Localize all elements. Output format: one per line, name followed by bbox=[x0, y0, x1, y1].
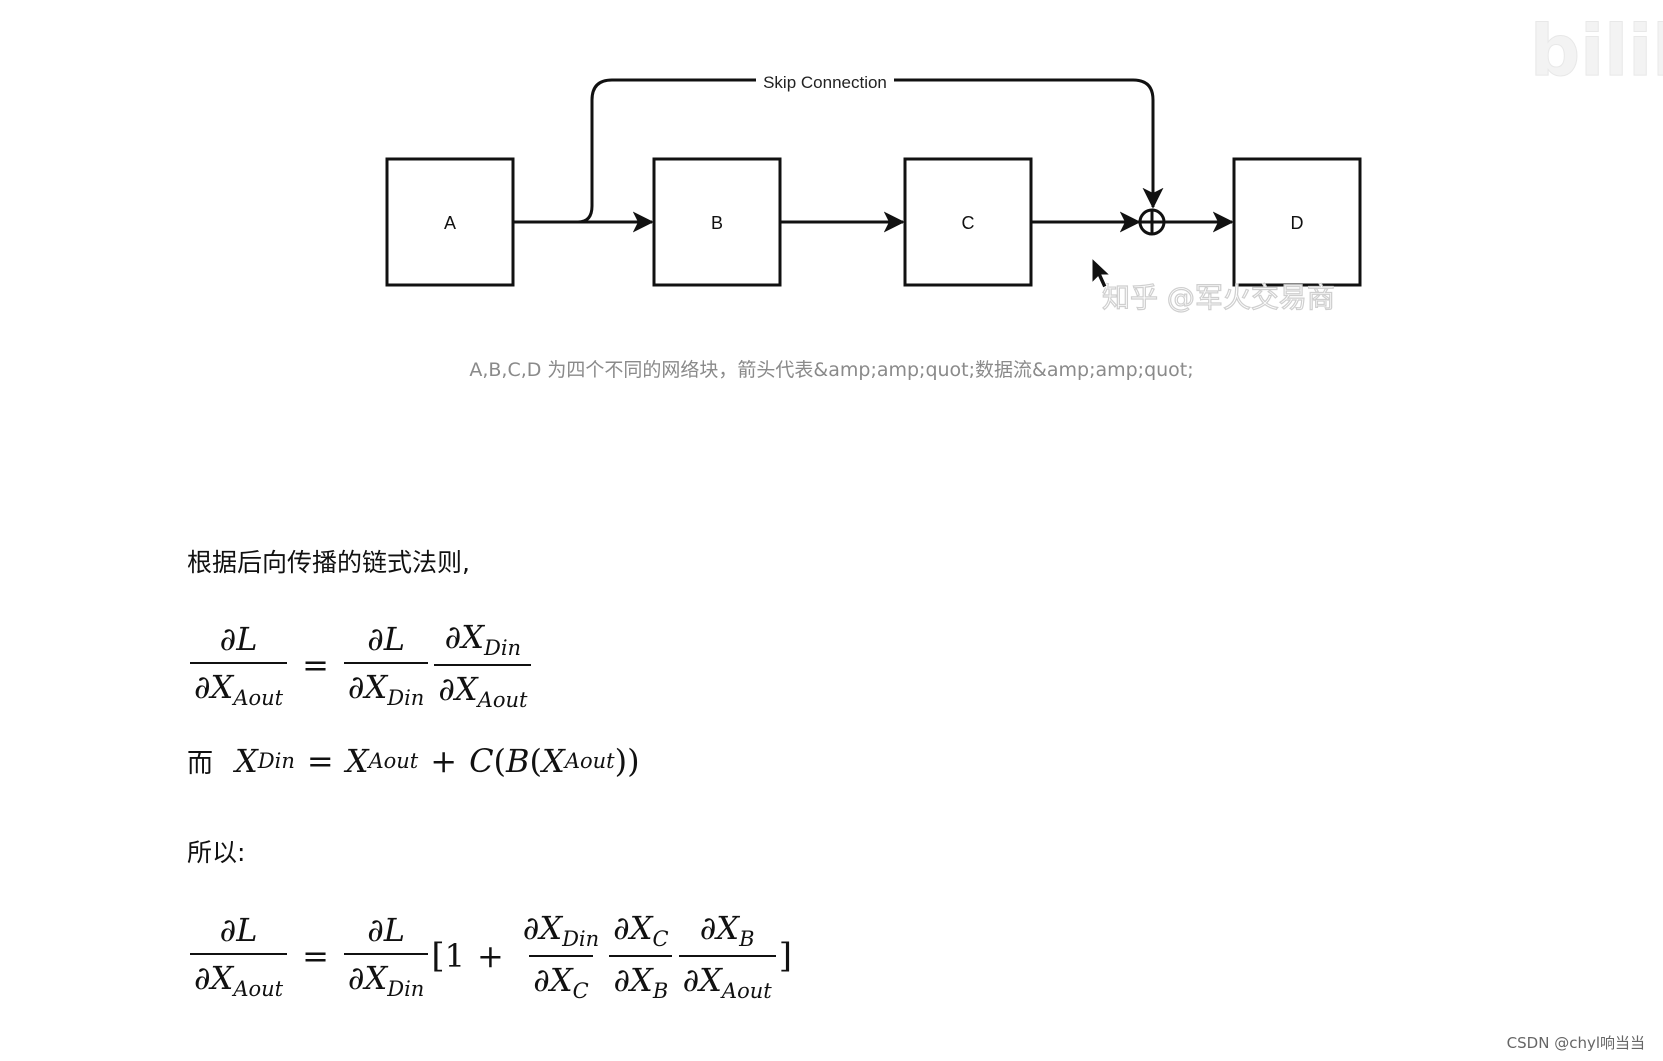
skip-connection-path bbox=[577, 78, 1164, 224]
equals-sign-2: = bbox=[306, 742, 334, 780]
node-d bbox=[1232, 157, 1362, 287]
add-node bbox=[1138, 208, 1166, 236]
chain-rule-text: 根据后向传播的链式法则, bbox=[187, 548, 470, 577]
equation-1: ∂L ∂XAout = ∂L ∂XDin ∂XDin ∂XAout bbox=[187, 618, 534, 712]
network-diagram: A B C D Skip Connection 知乎 @军火交易商 bilibi… bbox=[385, 10, 1663, 315]
node-c bbox=[903, 157, 1033, 287]
frac-dxb-dxaout: ∂XB ∂XAout bbox=[678, 909, 776, 1003]
frac-dxdin-dxaout: ∂XDin ∂XAout bbox=[434, 618, 532, 712]
node-d-label: D bbox=[1291, 213, 1304, 233]
skip-label-bg bbox=[756, 70, 894, 92]
one: 1 bbox=[444, 937, 465, 975]
skip-connection-label: Skip Connection bbox=[763, 73, 887, 92]
therefore-text: 所以: bbox=[187, 838, 246, 867]
frac-dxdin-dxc: ∂XDin ∂XC bbox=[522, 909, 600, 1003]
zhihu-watermark: 知乎 @军火交易商 bbox=[1102, 281, 1335, 314]
equals-sign: = bbox=[302, 646, 329, 684]
figure-caption: A,B,C,D 为四个不同的网络块，箭头代表&amp;amp;quot;数据流&… bbox=[469, 359, 1194, 381]
node-b bbox=[652, 157, 782, 287]
csdn-footer-credit: CSDN @chyl响当当 bbox=[1506, 1034, 1645, 1052]
frac-dl-dxaout-2: ∂L ∂XAout bbox=[190, 911, 288, 1001]
node-a-label: A bbox=[444, 213, 456, 233]
frac-dl-dxdin-2: ∂L ∂XDin bbox=[343, 911, 429, 1001]
plus-sign: + bbox=[430, 742, 458, 780]
frac-dl-dxaout: ∂L ∂XAout bbox=[190, 620, 288, 710]
frac-dl-dxdin: ∂L ∂XDin bbox=[343, 620, 429, 710]
mouse-cursor-icon bbox=[1091, 256, 1112, 289]
node-a bbox=[385, 157, 515, 287]
equals-sign-3: = bbox=[302, 937, 329, 975]
right-bracket: ] bbox=[778, 936, 792, 976]
bilibili-logo-watermark: bilibili bbox=[1530, 10, 1663, 92]
equation-3: ∂L ∂XAout = ∂L ∂XDin [ 1 + ∂XDin ∂XC ∂XC… bbox=[187, 909, 792, 1003]
node-c-label: C bbox=[962, 213, 975, 233]
plus-sign-2: + bbox=[476, 937, 504, 975]
frac-dxc-dxb: ∂XC ∂XB bbox=[609, 909, 673, 1003]
and-text: 而 bbox=[187, 748, 214, 779]
left-bracket: [ bbox=[431, 936, 445, 976]
node-b-label: B bbox=[711, 213, 723, 233]
